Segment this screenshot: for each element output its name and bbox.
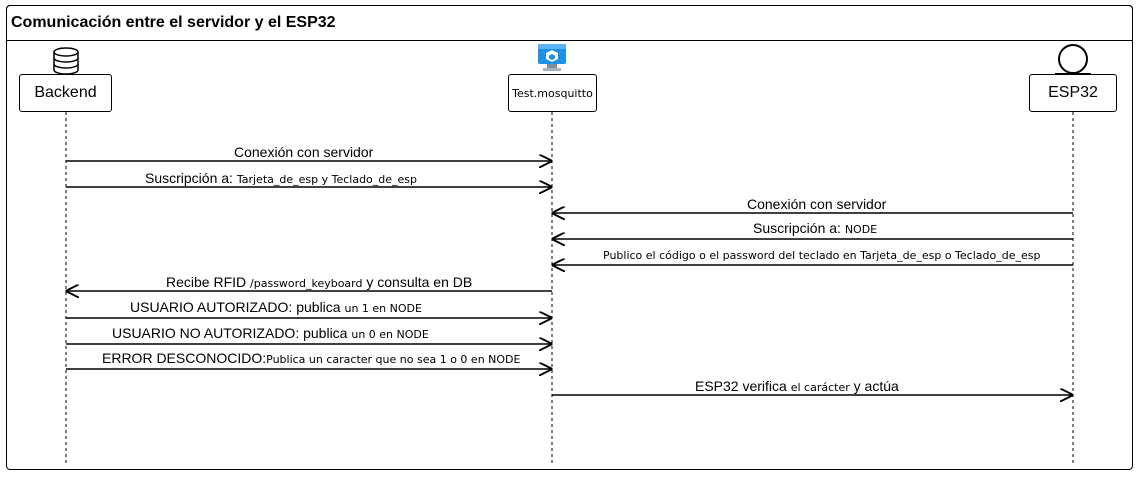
message-text-after: y actúa [849, 378, 899, 394]
actor-esp32-label: ESP32 [1048, 84, 1098, 101]
message-text: USUARIO NO AUTORIZADO: publica [112, 325, 352, 341]
message-label: Conexión con servidor [234, 144, 373, 160]
actor-backend-label: Backend [34, 84, 97, 101]
message-code: Tarjeta_de_esp y Teclado_de_esp [236, 173, 418, 186]
message-code: Publico el código o el password del tecl… [603, 249, 1041, 262]
actor-esp32: ESP32 [1029, 74, 1117, 112]
actor-mosquitto-label: Test.mosquitto [512, 86, 593, 100]
message-text: ERROR DESCONOCIDO: [102, 350, 267, 366]
message-label: ESP32 verifica el carácter y actúa [695, 378, 899, 396]
title-bar [6, 5, 1133, 41]
message-text-after: y consulta en DB [362, 274, 473, 290]
message-label: Conexión con servidor [747, 196, 886, 212]
message-label: Suscripción a: Tarjeta_de_esp y Teclado_… [145, 170, 417, 188]
message-label: ERROR DESCONOCIDO:Publica un caracter qu… [102, 350, 520, 368]
message-text: Recibe RFID [166, 274, 251, 290]
entity-circle-icon [1055, 44, 1091, 75]
message-text: Suscripción a: [145, 170, 237, 186]
actor-backend: Backend [19, 74, 112, 112]
actor-mosquitto: Test.mosquitto [508, 74, 597, 112]
message-code: el carácter [790, 381, 850, 394]
message-text: Conexión con servidor [747, 196, 887, 212]
database-icon [53, 47, 79, 75]
cloud-server-icon [538, 44, 566, 71]
message-label: USUARIO NO AUTORIZADO: publica un 0 en N… [112, 325, 429, 343]
message-text: Suscripción a: [753, 220, 845, 236]
message-code: Publica un caracter que no sea 1 o 0 en … [266, 353, 521, 366]
message-label: Suscripción a: NODE [753, 220, 877, 238]
message-code: /password_keyboard [250, 277, 363, 290]
message-text: ESP32 verifica [695, 378, 791, 394]
message-text: Conexión con servidor [234, 144, 374, 160]
message-text: USUARIO AUTORIZADO: publica [130, 299, 345, 315]
diagram-title: Comunicación entre el servidor y el ESP3… [11, 14, 336, 31]
message-code: un 0 en NODE [351, 328, 429, 341]
message-code: NODE [844, 223, 878, 236]
message-label: Recibe RFID /password_keyboard y consult… [166, 274, 472, 292]
message-code: un 1 en NODE [344, 302, 422, 315]
message-label: Publico el código o el password del tecl… [603, 246, 1040, 264]
message-label: USUARIO AUTORIZADO: publica un 1 en NODE [130, 299, 422, 317]
